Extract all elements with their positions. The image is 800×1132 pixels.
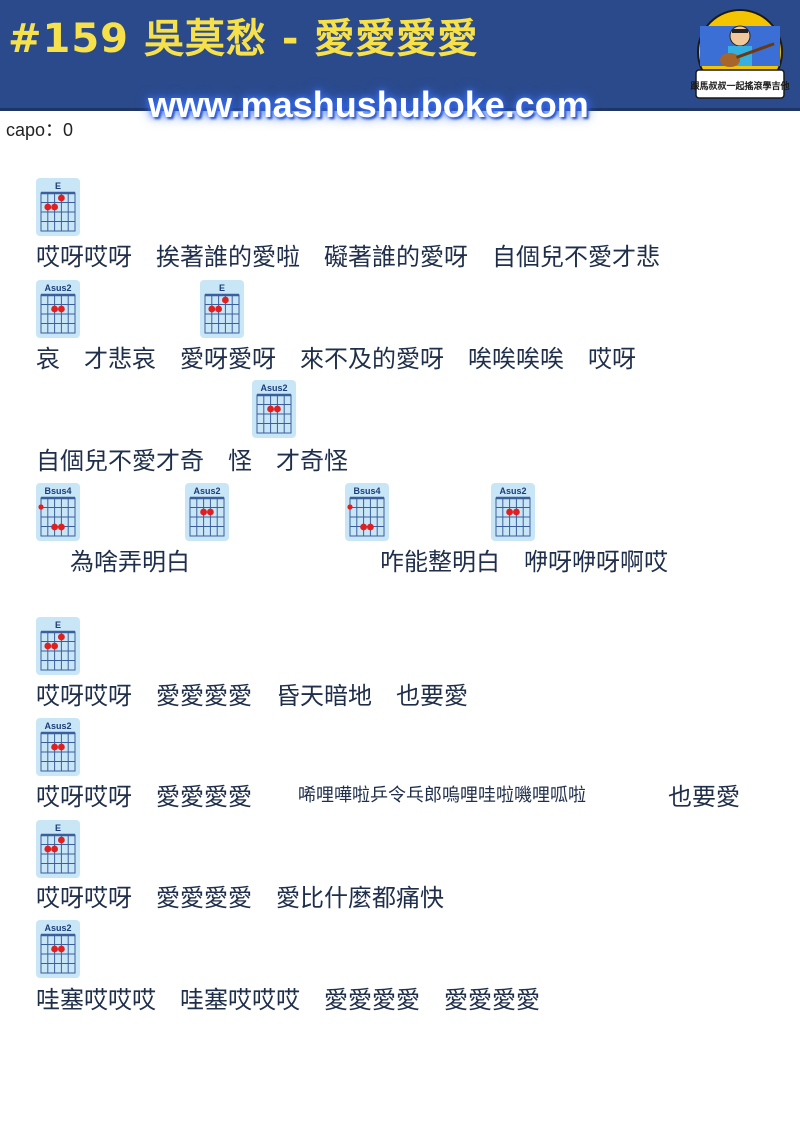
chord-diagram: Bsus4 [36,483,80,541]
capo-label: capo：0 [6,120,74,140]
chord-diagram: E [200,280,244,338]
lyric-line: 哎呀哎呀 挨著誰的愛啦 礙著誰的愛呀 自個兒不愛才悲 [36,243,660,271]
header-divider [0,108,800,111]
chord-diagram: E [36,617,80,675]
lyric-line: 也要愛 [668,783,740,811]
svg-text:E: E [55,823,61,833]
chord-diagram: Asus2 [36,920,80,978]
chord-diagram: Asus2 [36,718,80,776]
lyric-line: 哇塞哎哎哎 哇塞哎哎哎 愛愛愛愛 愛愛愛愛 [36,986,540,1014]
header-banner [0,0,800,108]
svg-text:E: E [55,620,61,630]
svg-text:Bsus4: Bsus4 [44,486,71,496]
lyric-line: 哀 才悲哀 愛呀愛呀 來不及的愛呀 唉唉唉唉 哎呀 [36,345,636,373]
chord-diagram: E [36,178,80,236]
lyric-line: 自個兒不愛才奇 怪 才奇怪 [36,447,348,475]
lyric-line: 哎呀哎呀 愛愛愛愛 愛比什麼都痛快 [36,884,444,912]
guitar-logo: 跟馬叔叔一起搖滾學吉他 [690,9,790,99]
lyric-line: 咋能整明白 咿呀咿呀啊哎 [380,548,668,576]
svg-text:Asus2: Asus2 [193,486,220,496]
svg-text:Asus2: Asus2 [44,923,71,933]
chord-diagram: Bsus4 [345,483,389,541]
svg-text:E: E [219,283,225,293]
lyric-line: 哎呀哎呀 愛愛愛愛 昏天暗地 也要愛 [36,682,468,710]
svg-text:E: E [55,181,61,191]
chord-diagram: Asus2 [36,280,80,338]
chord-diagram: E [36,820,80,878]
svg-text:Asus2: Asus2 [44,283,71,293]
svg-text:Asus2: Asus2 [499,486,526,496]
chord-diagram: Asus2 [185,483,229,541]
chord-diagram: Asus2 [491,483,535,541]
chord-diagram: Asus2 [252,380,296,438]
song-title: #159 吳莫愁 - 愛愛愛愛 [8,16,479,62]
lyric-line: 為啥弄明白 [70,548,190,576]
svg-text:Asus2: Asus2 [260,383,287,393]
lyric-line: 唏哩嘩啦乒令乓郎嗚哩哇啦嘰哩呱啦 [298,785,586,806]
logo-text: 跟馬叔叔一起搖滾學吉他 [690,80,789,92]
site-url[interactable]: www.mashushuboke.com [148,84,589,125]
svg-text:Bsus4: Bsus4 [353,486,380,496]
lyric-line: 哎呀哎呀 愛愛愛愛 [36,783,252,811]
svg-text:Asus2: Asus2 [44,721,71,731]
